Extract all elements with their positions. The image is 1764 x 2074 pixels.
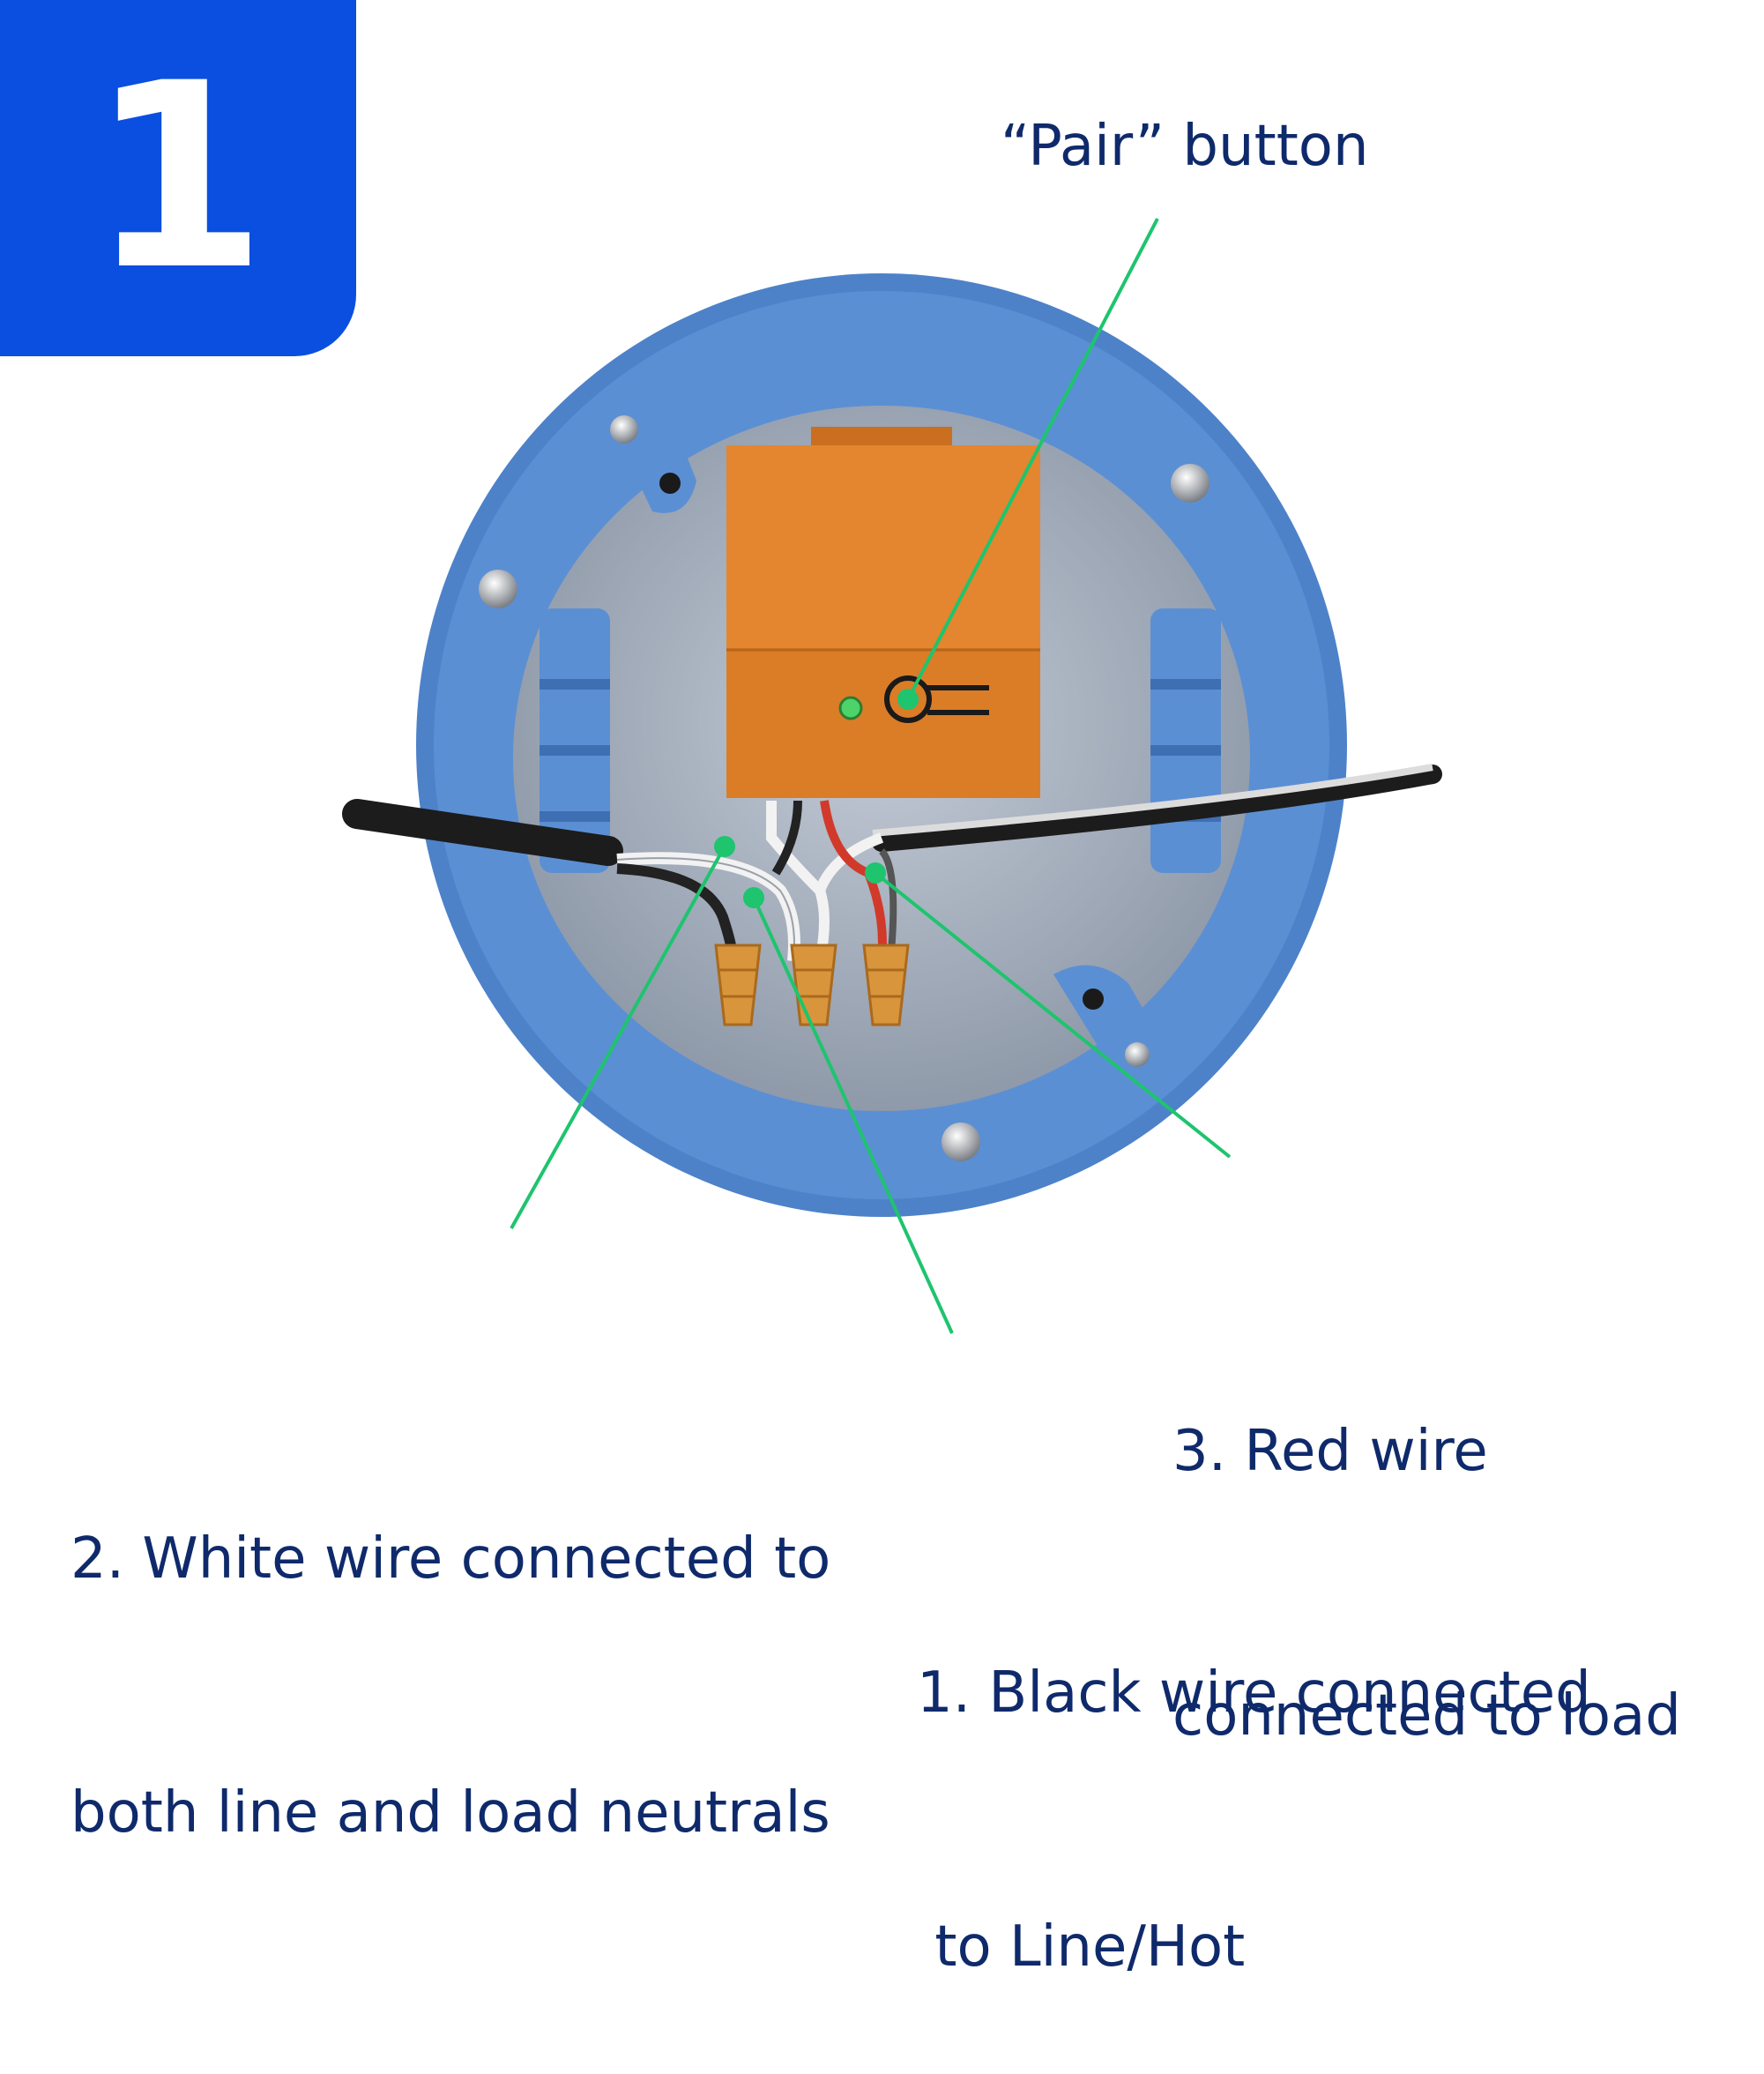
white-wire-label-line2: both line and load neutrals (71, 1780, 830, 1846)
smart-module (726, 427, 1040, 798)
electrical-box-diagram (342, 218, 1442, 1334)
pair-button-icon (884, 675, 989, 723)
step-badge: 1 (0, 0, 356, 356)
black-wire-label-line2: to Line/Hot (917, 1914, 1246, 1980)
right-cable (872, 765, 1442, 852)
marker-red-wire (865, 862, 886, 884)
black-wire-label-line1: 1. Black wire connected (917, 1660, 1591, 1726)
leader-pair-button (906, 218, 1159, 700)
wire-nut (714, 944, 762, 1026)
red-wire-label-line1: 3. Red wire (1172, 1419, 1488, 1484)
status-led-icon (838, 696, 863, 720)
screw (1125, 1042, 1150, 1067)
step-number: 1 (89, 29, 267, 326)
black-wire-label: 1. Black wire connected to Line/Hot (917, 1481, 1591, 2074)
red-wire-label-line2: connected to load (1172, 1683, 1681, 1749)
black-wire-module (771, 800, 802, 876)
screw (610, 415, 638, 444)
marker-black-wire (743, 887, 764, 908)
leader-white-wire (510, 846, 726, 1229)
left-cable-clamp (540, 608, 610, 873)
white-wire-label: 2. White wire connected to both line and… (71, 1347, 830, 1940)
right-cable-clamp (1150, 608, 1221, 873)
pair-button-label: “Pair” button (1001, 114, 1369, 179)
screw (479, 570, 517, 608)
marker-white-wire (714, 836, 735, 857)
leader-black-wire (752, 897, 954, 1334)
wire-nut (862, 944, 910, 1026)
wire-nut (790, 944, 837, 1026)
white-wire-cable (815, 832, 884, 893)
white-wire-label-line1: 2. White wire connected to (71, 1526, 831, 1592)
left-cable (342, 799, 623, 866)
red-wire-label: 3. Red wire connected to load (1172, 1231, 1681, 1848)
marker-pair-button (897, 689, 919, 710)
screw (1171, 464, 1209, 503)
leader-red-wire (874, 871, 1232, 1159)
screw (942, 1123, 980, 1161)
